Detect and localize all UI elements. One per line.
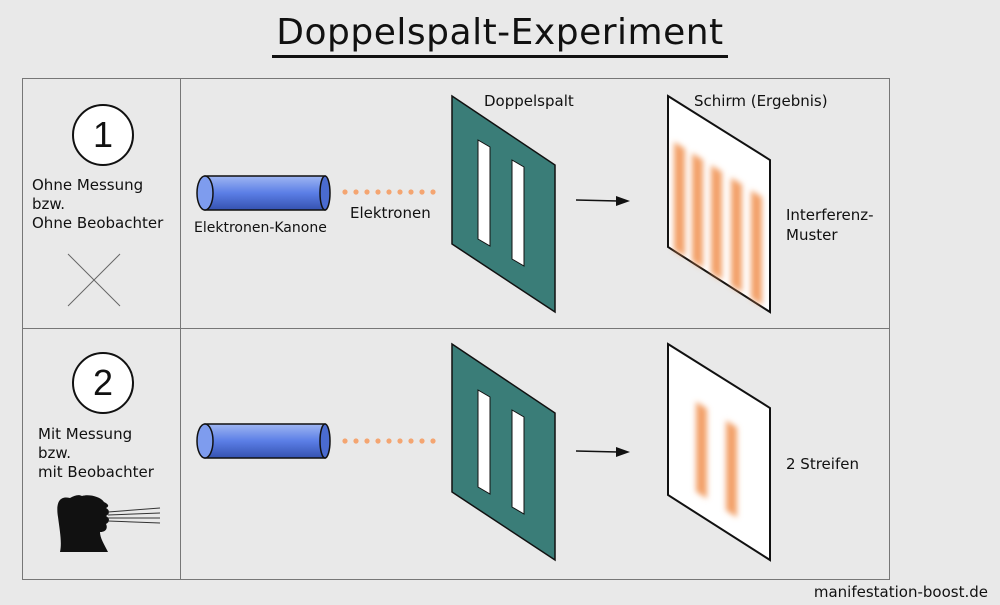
electron-dot (386, 438, 392, 444)
row1-result-line2: Muster (786, 226, 838, 244)
interference-stripe (711, 164, 722, 280)
electron-dot (430, 438, 436, 444)
electron-dot (419, 189, 425, 195)
row1-condition-line3: Ohne Beobachter (32, 214, 164, 232)
electron-dot (375, 438, 381, 444)
interference-stripe (696, 401, 707, 499)
particles-label: Elektronen (350, 204, 431, 222)
row2-condition-line3: mit Beobachter (38, 463, 154, 481)
electron-gun-1 (196, 175, 331, 211)
electron-dot (397, 189, 403, 195)
electron-dot (419, 438, 425, 444)
screen-label: Schirm (Ergebnis) (694, 92, 828, 110)
interference-stripe (731, 177, 742, 293)
double-slit-2 (451, 342, 556, 562)
arrow-2 (575, 447, 630, 457)
double-slit-1 (451, 94, 556, 314)
interference-stripe (726, 420, 737, 518)
screen-1 (667, 94, 771, 314)
electron-dot (430, 189, 436, 195)
electron-dot (364, 438, 370, 444)
interference-stripe (674, 141, 685, 257)
interference-stripe (692, 153, 703, 269)
electron-dot (353, 438, 359, 444)
electron-dot (397, 438, 403, 444)
row2-condition-line1: Mit Messung (38, 425, 133, 443)
row1-condition-line1: Ohne Messung (32, 176, 144, 194)
gun-label: Elektronen-Kanone (194, 220, 327, 236)
footer-credit: manifestation-boost.de (813, 583, 988, 601)
arrow-1 (575, 196, 630, 206)
screen-2 (667, 342, 771, 562)
column-divider (180, 78, 181, 580)
electron-dot (364, 189, 370, 195)
page-title: Doppelspalt-Experiment (0, 12, 1000, 58)
cross-icon (67, 253, 121, 307)
row-divider (22, 328, 890, 329)
electron-gun-2 (196, 423, 331, 459)
row1-condition-line2: bzw. (32, 195, 66, 213)
electron-dot (408, 438, 414, 444)
row1-result-line1: Interferenz- (786, 206, 874, 224)
step-number-1: 1 (72, 104, 134, 166)
electron-dots-1 (342, 189, 436, 195)
electron-dot (342, 438, 348, 444)
electron-dot (375, 189, 381, 195)
electron-dot (342, 189, 348, 195)
row2-result-line1: 2 Streifen (786, 455, 859, 473)
electron-dot (386, 189, 392, 195)
electron-dots-2 (342, 438, 436, 444)
electron-dot (353, 189, 359, 195)
observer-head-icon (57, 495, 161, 552)
slit-label: Doppelspalt (484, 92, 574, 110)
row2-condition-line2: bzw. (38, 444, 72, 462)
interference-stripe (751, 190, 762, 306)
table-frame (22, 78, 890, 580)
electron-dot (408, 189, 414, 195)
step-number-2: 2 (72, 352, 134, 414)
